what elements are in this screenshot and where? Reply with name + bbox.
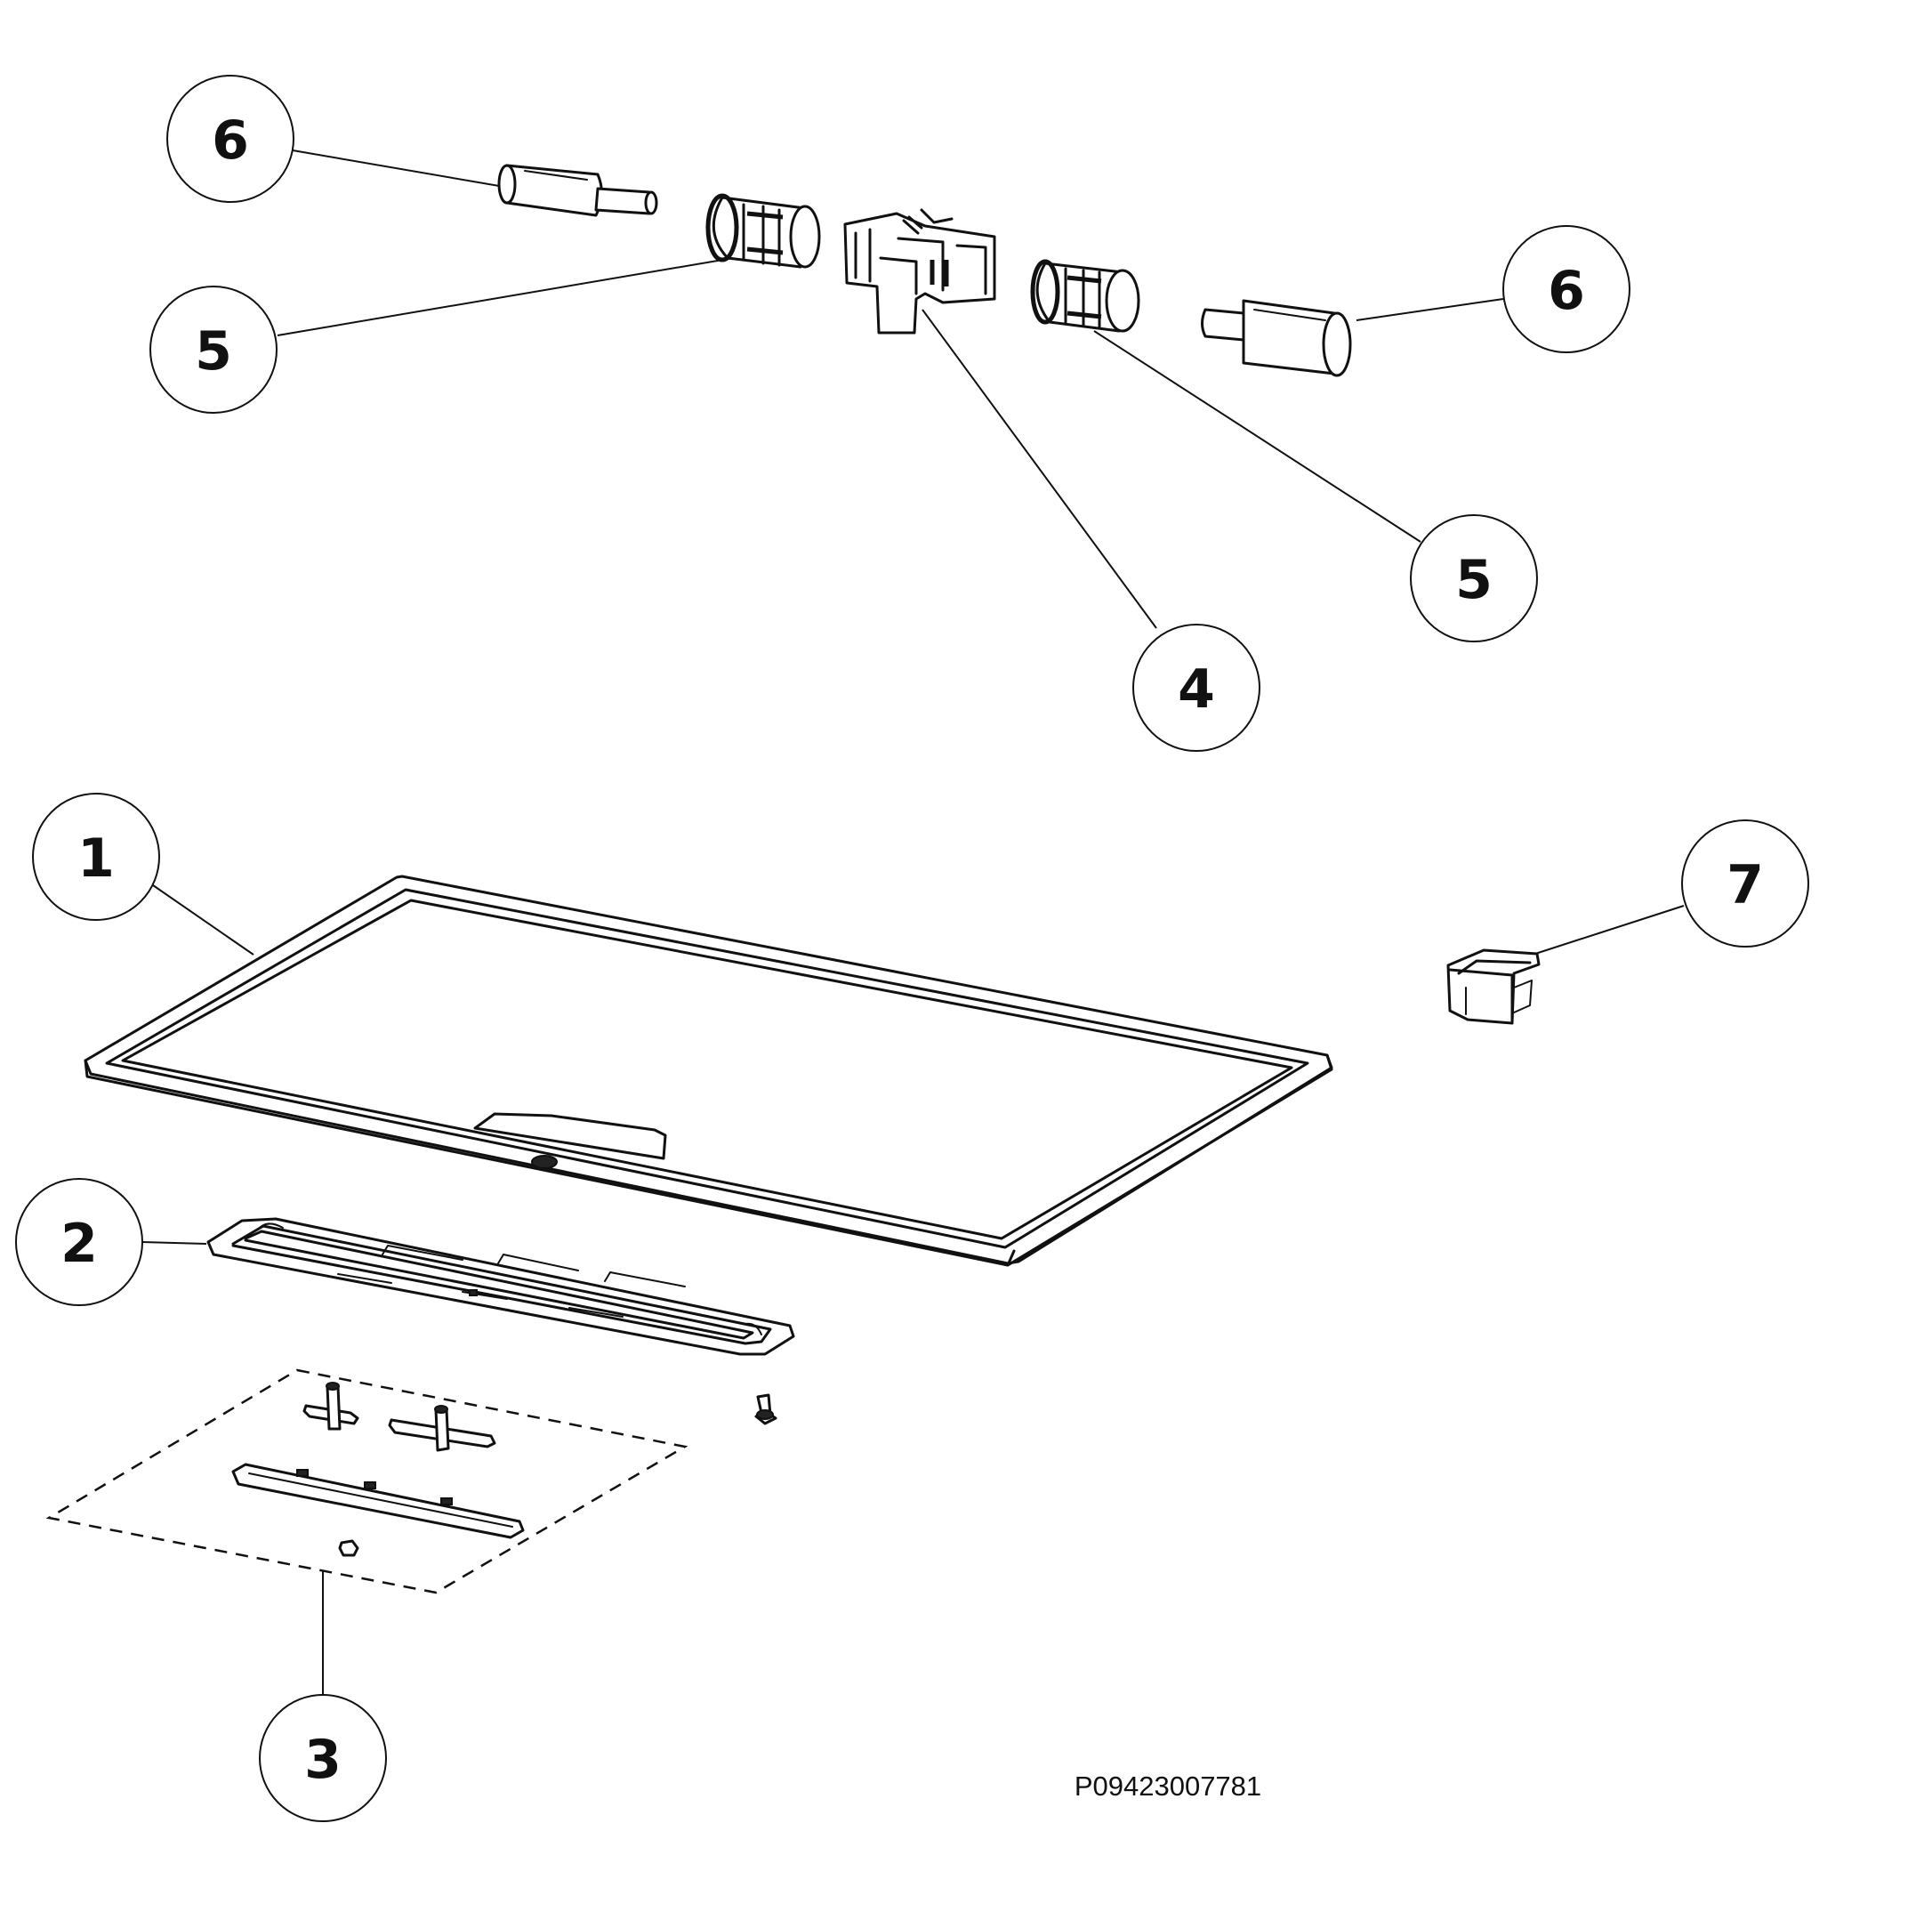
leader-line-2 — [141, 1241, 207, 1245]
callout-7: 7 — [1681, 819, 1809, 948]
leader-line-5b — [1093, 330, 1421, 543]
kit-nut — [338, 1539, 359, 1557]
kit-strip — [231, 1463, 525, 1539]
callout-6-right: 6 — [1502, 225, 1630, 353]
part-5-right-bushing — [1030, 259, 1140, 333]
leader-line-6a — [292, 149, 505, 188]
part-6-right-pin — [1201, 299, 1352, 377]
screw — [754, 1393, 777, 1425]
leader-line-5a — [277, 254, 750, 336]
callout-5-left: 5 — [149, 286, 278, 414]
part-4-center-bracket — [843, 208, 996, 335]
part-7-clip — [1446, 948, 1541, 1025]
callout-label-5-right: 5 — [1455, 549, 1493, 611]
callout-label-6-right: 6 — [1548, 260, 1585, 322]
kit-cross-piece-left — [302, 1382, 359, 1431]
callout-label-3: 3 — [304, 1729, 342, 1791]
leader-line-7 — [1534, 905, 1685, 955]
callout-label-2: 2 — [60, 1213, 98, 1275]
callout-3: 3 — [259, 1694, 387, 1822]
callout-4: 4 — [1132, 624, 1260, 752]
callout-label-7: 7 — [1727, 854, 1764, 916]
callout-1: 1 — [32, 793, 160, 921]
callout-label-1: 1 — [77, 827, 115, 890]
part-3-kit-group — [45, 1368, 688, 1594]
kit-cross-piece-right — [388, 1405, 496, 1452]
callout-2: 2 — [15, 1178, 143, 1306]
part-2-foot-bar — [206, 1217, 795, 1356]
callout-5-right: 5 — [1410, 514, 1538, 642]
callout-label-6-left: 6 — [212, 109, 249, 172]
leader-line-4 — [922, 309, 1157, 629]
leader-line-6b — [1356, 298, 1504, 321]
part-5-left-bushing — [705, 193, 821, 269]
part-1-bezel-frame — [84, 875, 1333, 1267]
leader-line-1 — [152, 884, 254, 956]
document-code: P09423007781 — [1075, 1771, 1261, 1802]
callout-label-5-left: 5 — [195, 320, 232, 383]
part-6-left-pin — [497, 164, 658, 217]
callout-6-left: 6 — [166, 75, 294, 203]
callout-label-4: 4 — [1178, 658, 1215, 721]
leader-lines — [141, 149, 1685, 1695]
